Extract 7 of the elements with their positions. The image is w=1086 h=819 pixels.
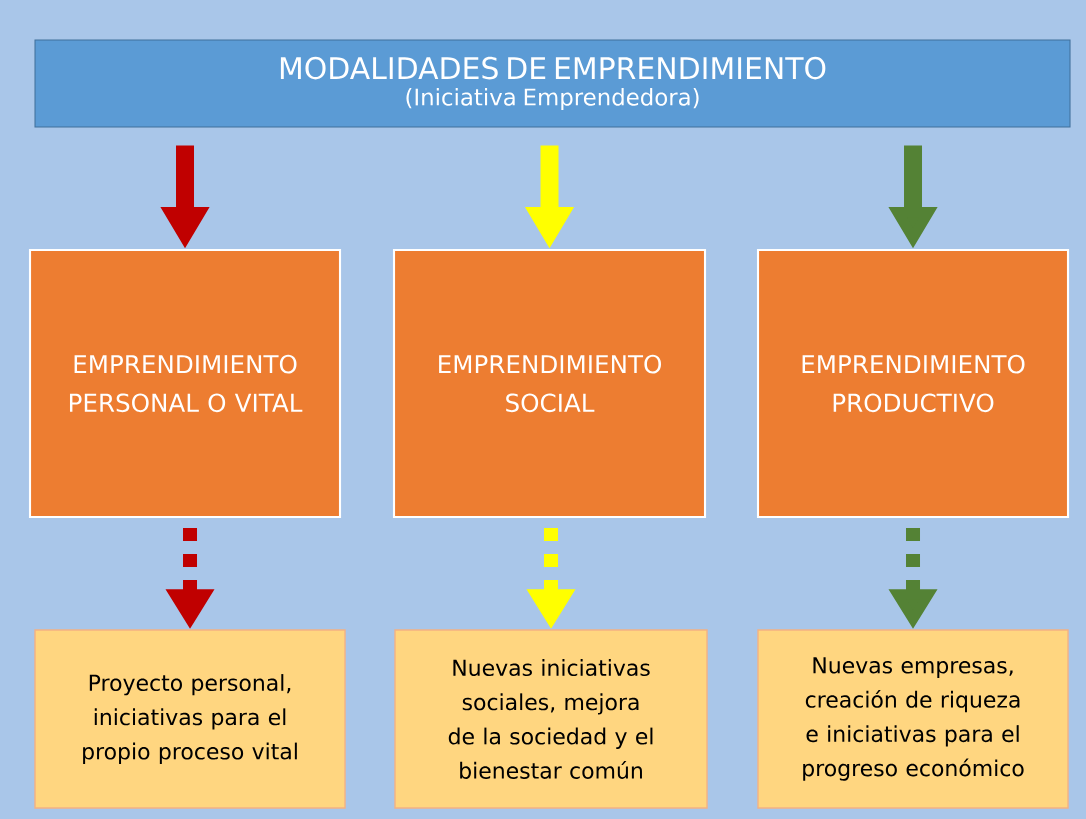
category-box: EMPRENDIMIENTO PERSONAL O VITAL	[28, 248, 342, 519]
description-box: Nuevas empresas, creación de riqueza e iniciativas para el progreso económico	[757, 629, 1069, 809]
category-box: EMPRENDIMIENTO PRODUCTIVO	[756, 248, 1070, 519]
description-box: Nuevas iniciativas sociales, mejora de la sociedad y el bienestar común	[394, 629, 708, 809]
title-banner: MODALIDADES DE EMPRENDIMIENTO (Iniciativa Emprendedora)	[34, 39, 1071, 128]
category-box: EMPRENDIMIENTO SOCIAL	[392, 248, 707, 519]
description-box: Proyecto personal, iniciativas para el propio proceso vital	[34, 629, 346, 809]
